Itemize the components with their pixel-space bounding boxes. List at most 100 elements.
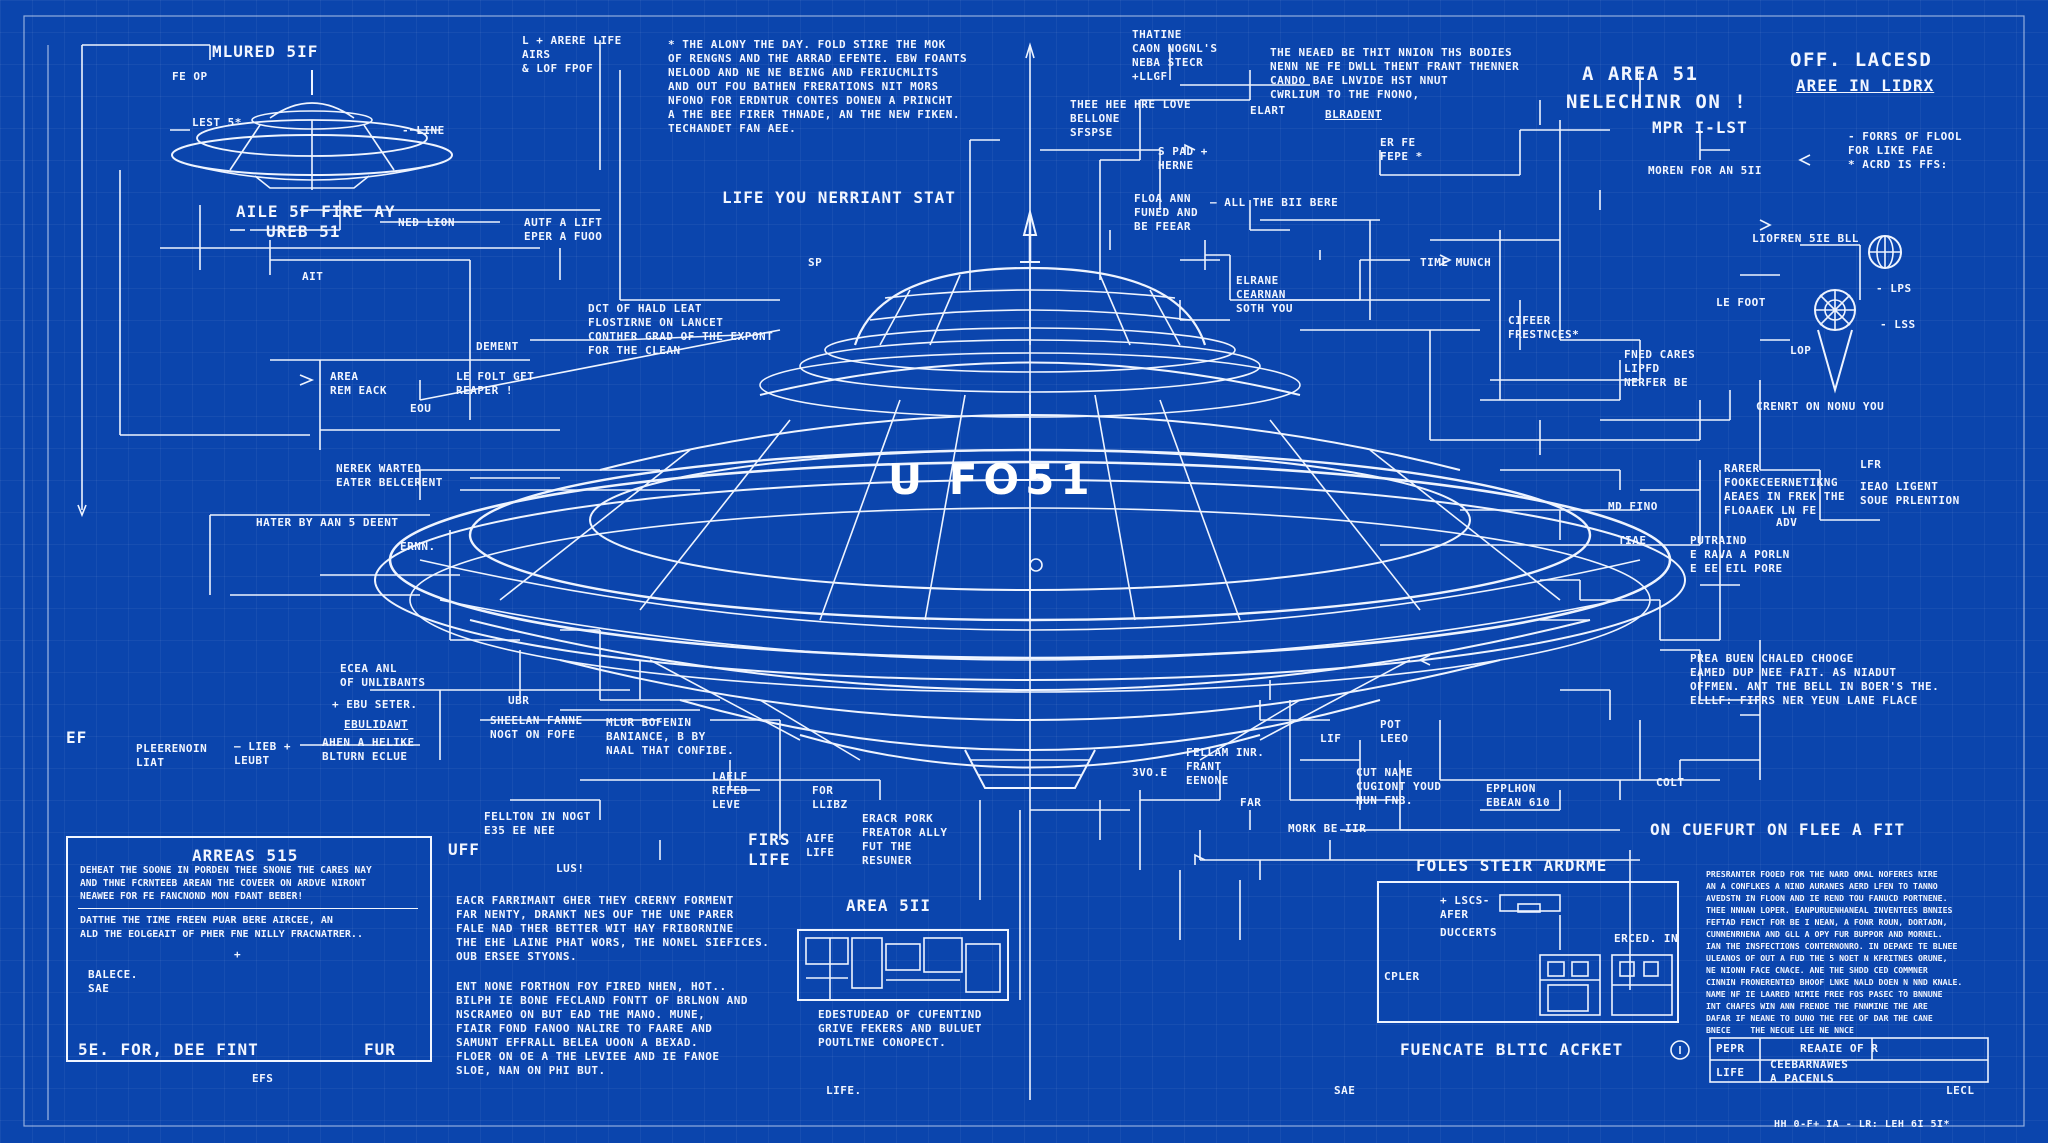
life-stat-label: LIFE YOU NERRIANT STAT: [722, 188, 956, 207]
top-center-note: THATINE CAON NOGNL'S NEBA STECR +LLGF: [1132, 28, 1218, 83]
fned-note: FNED CARES LIPFD NERFER BE: [1624, 348, 1696, 389]
mlur-note: MLUR BOFENIN BANIANCE, B BY NAAL THAT CO…: [606, 716, 735, 757]
le-foot-label: LE FOOT: [1716, 296, 1766, 309]
fellam-note: FELLAM INR. FRANT EENONE: [1186, 746, 1265, 787]
duccerts-label: DUCCERTS: [1440, 926, 1497, 939]
sae-bottom-label: SAE: [1334, 1084, 1356, 1097]
title-line3: MPR I-LST: [1652, 118, 1748, 137]
center-paragraph-2: ENT NONE FORTHON FOY FIRED NHEN, HOT.. B…: [456, 980, 749, 1077]
adv-label: ADV: [1776, 516, 1798, 529]
ubr-label: UBR: [508, 694, 530, 707]
cuefurt-label: ON CUEFURT ON FLEE A FIT: [1650, 820, 1906, 839]
lecl-label: LECL: [1946, 1084, 1975, 1097]
elrane-note: ELRANE CEARNAN SOTH YOU: [1236, 274, 1293, 315]
title-line2: NELECHINR ON !: [1566, 91, 1748, 113]
eracr-note: ERACR PORK FREATOR ALLY FUT THE RESUNER: [862, 812, 948, 867]
lest-label: LEST 5*: [192, 116, 242, 129]
ef-label: EF: [66, 728, 88, 747]
erced-label: ERCED. IN: [1614, 932, 1679, 945]
mork-label: MORK BE IIR: [1288, 822, 1367, 835]
tiae-label: TIAE: [1618, 534, 1647, 547]
foles-heading: FOLES STEIR ARDRME: [1416, 856, 1608, 875]
blradent-label: BLRADENT: [1325, 108, 1382, 121]
far-label: FAR: [1240, 796, 1262, 809]
spad-label: S PAD + HERNE: [1158, 145, 1208, 172]
table-life: LIFE: [1716, 1066, 1745, 1079]
areas-box-body1: DEHEAT THE SOONE IN PORDEN THEE SNONE TH…: [80, 865, 372, 902]
zvoe-label: 3VO.E: [1132, 766, 1168, 779]
prea-note: PREA BUEN CHALED CHOOGE EAMED DUP NEE FA…: [1690, 652, 1940, 707]
liofren-label: LIOFREN 5IE BLL: [1752, 232, 1859, 245]
table-reaaie: REAAIE OF R: [1800, 1042, 1879, 1055]
top-right-note: THE NEAED BE THIT NNION THS BODIES NENN …: [1270, 46, 1520, 101]
area-511-label: AREA 5II: [846, 896, 932, 915]
areas-info-box: ARREAS 515 DEHEAT THE SOONE IN PORDEN TH…: [66, 836, 432, 1062]
dct-note: DCT OF HALD LEAT FLOSTIRNE ON LANCET CON…: [588, 302, 774, 357]
cifeer-note: CIFEER FRESTNCES*: [1508, 314, 1580, 341]
md-fino-label: MD FINO: [1608, 500, 1658, 513]
auff-label: AUTF A LIFT EPER A FUOO: [524, 216, 603, 243]
lieb-label: — LIEB + LEUBT: [234, 740, 291, 767]
area-rem-label: AREA REM EACK: [330, 370, 387, 397]
area-caption: EDESTUDEAD OF CUFENTIND GRIVE FEKERS AND…: [818, 1008, 982, 1049]
fe-op-label: FE OP: [172, 70, 208, 83]
aile-label: AILE 5F FIRE AY: [236, 202, 396, 221]
ureb-label: UREB 51: [266, 222, 341, 241]
dement-label: DEMENT: [476, 340, 519, 353]
crenrt-label: CRENRT ON NONU YOU: [1756, 400, 1885, 413]
right-paragraph: PRESRANTER FOOED FOR THE NARD OMAL NOFER…: [1706, 869, 1963, 1035]
corner-subtitle: AREE IN LIDRX: [1796, 76, 1935, 95]
pleer-label: PLEERENOIN LIAT: [136, 742, 208, 769]
areas-box-plus: +: [234, 948, 242, 961]
cpler-label: CPLER: [1384, 970, 1420, 983]
time-munch-label: TIME MUNCH: [1420, 256, 1492, 269]
areas-box-divider: [78, 908, 418, 909]
moren-label: MOREN FOR AN 5II: [1648, 164, 1762, 177]
lps-label: - LPS: [1876, 282, 1912, 295]
areas-box-balece: BALECE. SAE: [88, 968, 138, 995]
lscs-label: + LSCS- AFER: [1440, 894, 1490, 921]
sheelan-note: SHEELAN FANNE NOGT ON FOFE: [490, 714, 583, 741]
lss-label: - LSS: [1880, 318, 1916, 331]
hater-label: HATER BY AAN 5 DEENT: [256, 516, 399, 529]
three-love-note: THEE HEE HRE LOVE BELLONE SFSPSE: [1070, 98, 1192, 139]
epplhon-note: EPPLHON EBEAN 610: [1486, 782, 1551, 809]
areas-box-footer-right: FUR: [364, 1040, 396, 1059]
ait-label: AIT: [302, 270, 324, 283]
pot-label: POT LEEO: [1380, 718, 1409, 745]
eren-label: ER FE FEPE *: [1380, 136, 1423, 163]
putraind-note: PUTRAIND E RAVA A PORLN E EE EIL PORE: [1690, 534, 1790, 575]
areas-box-footer-left: 5E. FOR, DEE FINT: [78, 1040, 259, 1059]
colt-label: COLT: [1656, 776, 1685, 789]
ned-lion-label: NED LION: [398, 216, 455, 229]
aife-life-label: AIFE LIFE: [806, 832, 835, 859]
le-folt-label: LE FOLT GET REAPER !: [456, 370, 535, 397]
ecea-note: ECEA ANL OF UNLIBANTS: [340, 662, 426, 689]
fuencate-label: FUENCATE BLTIC ACFKET: [1400, 1040, 1624, 1059]
lfr-label: LFR: [1860, 458, 1882, 471]
table-ceeba: CEEBARNAWES A PACENLS: [1770, 1058, 1849, 1085]
corner-title: OFF. LACESD: [1790, 49, 1933, 71]
areas-box-body2: DATTHE THE TIME FREEN PUAR BERE AIRCEE, …: [80, 915, 363, 940]
ernn-label: ERNN.: [400, 540, 436, 553]
ufo-hull-label: U FO51: [888, 455, 1096, 504]
for-llibz-label: FOR LLIBZ: [812, 784, 848, 811]
ebulidawt-label: EBULIDAWT: [344, 718, 409, 731]
lif-label: LIF: [1320, 732, 1342, 745]
mlured-label: MLURED 5IF: [212, 42, 319, 61]
lus-label: LUS!: [556, 862, 585, 875]
eou-label: EOU: [410, 402, 432, 415]
table-pepr: PEPR: [1716, 1042, 1745, 1055]
footer-code: HH 0-F+ IA - LR: LEH 6I 5I*: [1774, 1119, 1951, 1130]
ufo-small-drawing: [171, 70, 453, 190]
center-paragraph-1: EACR FARRIMANT GHER THEY CRERNY FORMENT …: [456, 894, 770, 963]
line-label: - LINE: [402, 124, 445, 137]
floa-ann-note: FLOA ANN FUNED AND BE FEEAR: [1134, 192, 1199, 233]
fellton-note: FELLTON IN NOGT E35 EE NEE: [484, 810, 591, 837]
top-left-note: L + ARERE LIFE AIRS & LOF FPOF: [522, 34, 622, 75]
cut-name-note: CUT NAME CUGIONT YOUD NUN FNB.: [1356, 766, 1442, 807]
sp-label: SP: [808, 256, 823, 269]
laelf-note: LAELF REFEB LEVE: [712, 770, 748, 811]
life-bottom-label: LIFE.: [826, 1084, 862, 1097]
